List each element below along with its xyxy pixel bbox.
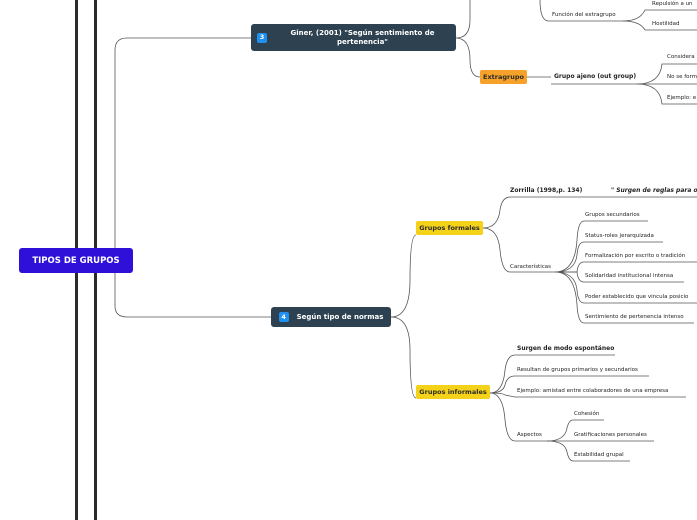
quote-label: " Surgen de reglas para o <box>611 187 697 194</box>
list-item: Status-roles jerarquizada <box>585 233 654 239</box>
normas-title: Según tipo de normas <box>296 312 384 321</box>
ejemplo-extragrupo-label: Ejemplo: e <box>667 95 697 101</box>
resultan-label: Resultan de grupos primarios y secundari… <box>517 367 638 373</box>
list-item: Estabilidad grupal <box>574 452 624 458</box>
giner-node[interactable]: 3 Giner, (2001) "Según sentimiento de pe… <box>251 24 456 51</box>
list-item: Formalización por escrito o tradición <box>585 253 686 259</box>
grupos-informales-label: Grupos informales <box>419 388 487 396</box>
normas-node[interactable]: 4 Según tipo de normas <box>271 307 391 327</box>
number-badge: 4 <box>278 312 289 322</box>
repulsion-label: Repulsión a un <box>652 1 693 7</box>
no-se-form-label: No se form <box>667 74 697 80</box>
ejemplo-informales-label: Ejemplo: amistad entre colaboradores de … <box>517 388 669 394</box>
list-item: Solidaridad institucional intensa <box>585 273 674 279</box>
list-item: Sentimiento de pertenencia intenso <box>585 314 684 320</box>
grupos-formales-label: Grupos formales <box>419 224 480 232</box>
list-item: Cohesión <box>574 411 600 417</box>
root-node[interactable]: TIPOS DE GRUPOS <box>19 248 133 273</box>
giner-title: Giner, (2001) "Según sentimiento de pert… <box>290 28 435 46</box>
grupos-informales-node[interactable]: Grupos informales <box>416 385 490 399</box>
list-item: Poder establecido que vincula posicio <box>585 294 689 300</box>
funcion-label: Función del extragrupo <box>552 12 616 18</box>
hostilidad-label: Hostilidad <box>652 21 680 27</box>
list-item: Gratificaciones personales <box>574 432 647 438</box>
extragrupo-node[interactable]: Extragrupo <box>480 70 527 84</box>
caracteristicas-label: Características <box>510 264 552 270</box>
root-label: TIPOS DE GRUPOS <box>32 255 120 266</box>
zorrilla-label: Zorrilla (1998,p. 134) <box>510 187 583 194</box>
grupos-formales-node[interactable]: Grupos formales <box>416 221 483 235</box>
list-item: Grupos secundarios <box>585 212 640 218</box>
extragrupo-label: Extragrupo <box>483 73 524 81</box>
grupo-ajeno-label: Grupo ajeno (out group) <box>554 73 637 80</box>
number-badge: 3 <box>257 32 267 43</box>
surgen-label: Surgen de modo espontáneo <box>517 345 615 352</box>
considera-label: Considera <box>667 54 695 60</box>
aspectos-label: Aspectos <box>517 432 542 438</box>
